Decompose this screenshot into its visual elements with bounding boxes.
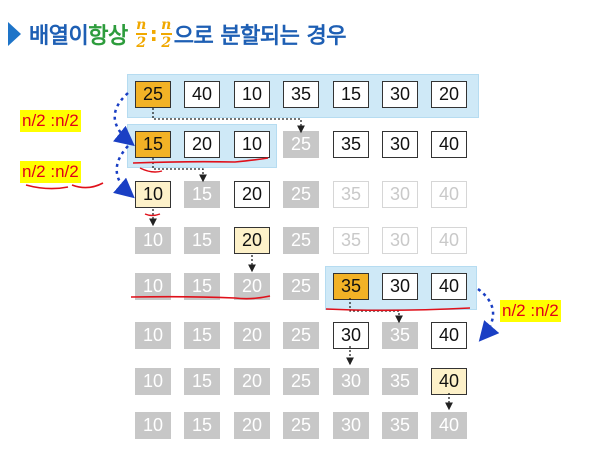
slide-title: 배열이 항상 n 2 : n 2 으로 분할되는 경우 <box>8 14 346 54</box>
array-cell: 40 <box>431 273 467 300</box>
fraction-numerator: n <box>136 17 147 33</box>
array-cell: 10 <box>135 181 171 208</box>
fraction-denominator: 2 <box>161 35 172 51</box>
title-highlight: 항상 <box>88 24 128 49</box>
array-cell: 35 <box>333 227 369 254</box>
fraction-denominator: 2 <box>136 35 147 51</box>
array-cell: 15 <box>184 227 220 254</box>
array-cell: 35 <box>382 412 418 439</box>
array-cell: 20 <box>431 81 467 108</box>
array-cell: 30 <box>382 227 418 254</box>
array-cell: 15 <box>184 368 220 395</box>
array-cell: 10 <box>135 273 171 300</box>
fraction-left: n 2 <box>135 17 147 51</box>
array-cell: 40 <box>431 181 467 208</box>
array-cell: 20 <box>184 131 220 158</box>
array-cell: 15 <box>333 81 369 108</box>
array-cell: 10 <box>135 322 171 349</box>
fraction-right: n 2 <box>160 17 172 51</box>
array-cell: 40 <box>431 412 467 439</box>
array-cell: 30 <box>382 181 418 208</box>
array-cell: 10 <box>135 368 171 395</box>
array-cell: 30 <box>333 368 369 395</box>
array-cell: 40 <box>431 227 467 254</box>
array-cell: 15 <box>135 131 171 158</box>
array-cell: 10 <box>234 131 270 158</box>
split-arrow-1 <box>113 92 135 147</box>
array-cell: 15 <box>184 322 220 349</box>
array-cell: 40 <box>184 81 220 108</box>
array-cell: 25 <box>283 412 319 439</box>
array-cell: 40 <box>431 322 467 349</box>
array-cell: 35 <box>283 81 319 108</box>
array-cell: 25 <box>135 81 171 108</box>
array-cell: 35 <box>333 181 369 208</box>
array-cell: 30 <box>333 322 369 349</box>
split-arrow-2 <box>113 145 135 199</box>
fraction-numerator: n <box>161 17 172 33</box>
title-bullet-icon <box>8 22 21 46</box>
array-cell: 20 <box>234 181 270 208</box>
array-cell: 20 <box>234 322 270 349</box>
array-cell: 10 <box>135 412 171 439</box>
array-cell: 25 <box>283 273 319 300</box>
array-cell: 25 <box>283 227 319 254</box>
array-cell: 20 <box>234 227 270 254</box>
array-cell: 30 <box>333 412 369 439</box>
split-label-2: n/2 :n/2 <box>20 161 81 183</box>
split-label-3: n/2 :n/2 <box>500 300 561 322</box>
array-cell: 15 <box>184 412 220 439</box>
array-cell: 10 <box>135 227 171 254</box>
array-cell: 25 <box>283 322 319 349</box>
array-cell: 35 <box>333 131 369 158</box>
split-label-1: n/2 :n/2 <box>20 110 81 132</box>
array-cell: 30 <box>382 81 418 108</box>
array-cell: 40 <box>431 131 467 158</box>
array-cell: 25 <box>283 181 319 208</box>
array-cell: 30 <box>382 273 418 300</box>
title-prefix: 배열이 <box>29 24 89 49</box>
array-cell: 35 <box>333 273 369 300</box>
array-cell: 20 <box>234 368 270 395</box>
array-cell: 25 <box>283 368 319 395</box>
split-arrow-3 <box>477 288 500 342</box>
array-cell: 20 <box>234 412 270 439</box>
array-cell: 15 <box>184 273 220 300</box>
array-cell: 10 <box>234 81 270 108</box>
array-cell: 25 <box>283 131 319 158</box>
title-colon: : <box>149 22 158 46</box>
title-suffix: 으로 분할되는 경우 <box>173 24 347 49</box>
array-cell: 35 <box>382 368 418 395</box>
array-cell: 20 <box>234 273 270 300</box>
array-cell: 30 <box>382 131 418 158</box>
